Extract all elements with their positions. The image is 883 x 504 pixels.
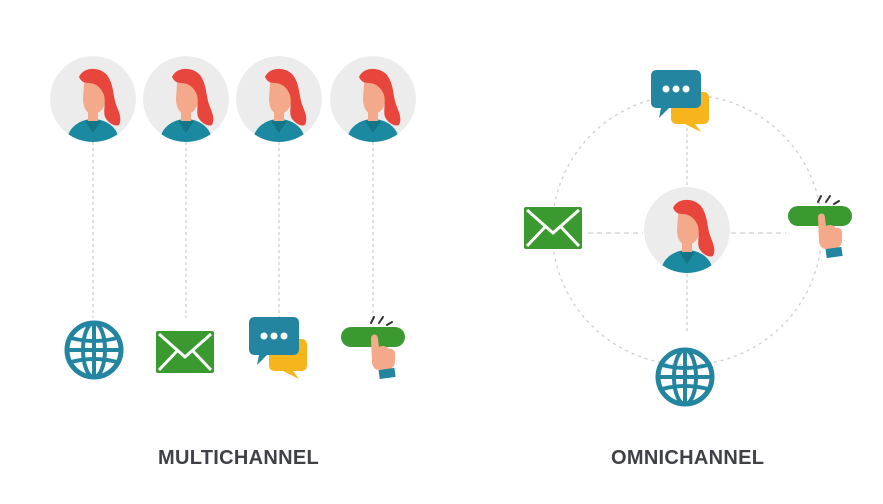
- person-avatar: [143, 56, 229, 142]
- person-avatar: [50, 56, 136, 142]
- person-avatar: [644, 187, 730, 273]
- envelope-icon: [154, 329, 216, 375]
- chat-bubbles-icon: [249, 317, 307, 379]
- click-button-icon: [340, 316, 406, 381]
- multichannel-diagram: [50, 56, 416, 381]
- person-avatar: [330, 56, 416, 142]
- person-avatar: [236, 56, 322, 142]
- envelope-icon: [522, 205, 584, 251]
- globe-icon: [67, 323, 121, 377]
- globe-icon: [658, 350, 712, 404]
- multichannel-label: MULTICHANNEL: [158, 447, 319, 469]
- omnichannel-label: OMNICHANNEL: [611, 447, 765, 469]
- chat-bubbles-icon: [651, 70, 709, 132]
- omnichannel-diagram: [522, 70, 853, 404]
- click-button-icon: [787, 195, 853, 260]
